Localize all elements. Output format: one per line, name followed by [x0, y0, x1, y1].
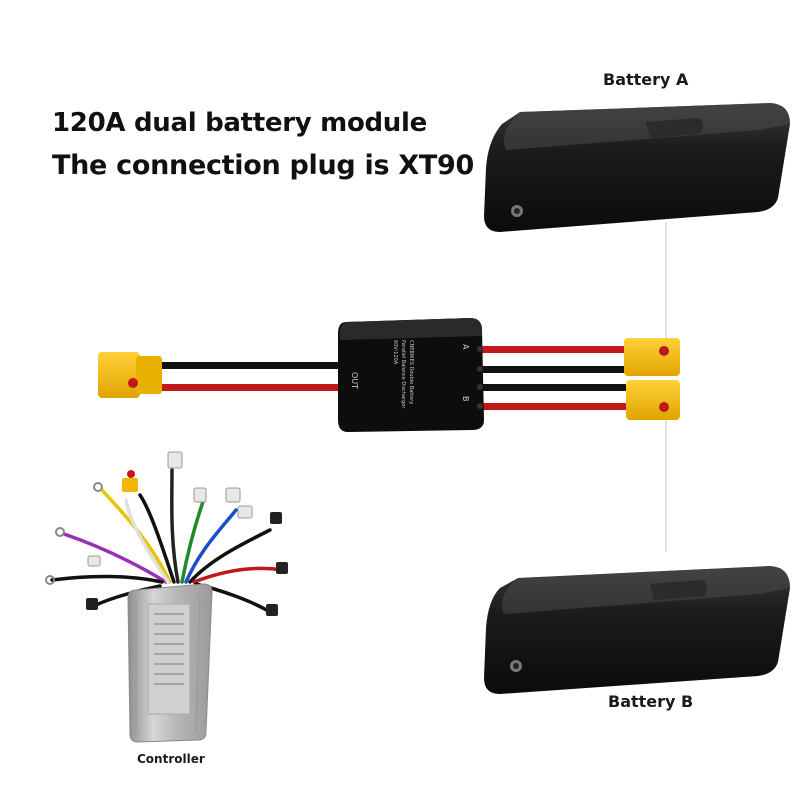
input-cables — [478, 346, 628, 410]
controller-unit — [127, 583, 213, 743]
harness-plugs — [45, 451, 288, 616]
module-out-label: OUT — [350, 372, 359, 389]
output-cable — [158, 362, 344, 391]
controller-harness — [50, 468, 284, 614]
svg-text:Parallel Balance Discharger: Parallel Balance Discharger — [400, 340, 406, 409]
module-port-b-label: B — [461, 396, 470, 402]
headline-subtitle: The connection plug is XT90 — [52, 150, 474, 181]
battery-a-label: Battery A — [603, 70, 689, 89]
svg-text:60V-120A: 60V-120A — [392, 340, 398, 365]
controller-label: Controller — [137, 752, 205, 766]
headline-title: 120A dual battery module — [52, 108, 427, 138]
battery-b-label: Battery B — [608, 692, 694, 711]
xt90-connector-a — [624, 338, 680, 376]
xt90-connector-output — [98, 352, 162, 398]
battery-b-pack — [484, 566, 790, 694]
module-port-a-label: A — [461, 344, 470, 350]
dual-battery-module: CNEBIKES Double Battery Parallel Balance… — [338, 318, 484, 432]
xt90-connector-b — [626, 380, 680, 420]
svg-text:CNEBIKES Double Battery: CNEBIKES Double Battery — [408, 340, 414, 404]
battery-a-pack — [484, 103, 790, 232]
